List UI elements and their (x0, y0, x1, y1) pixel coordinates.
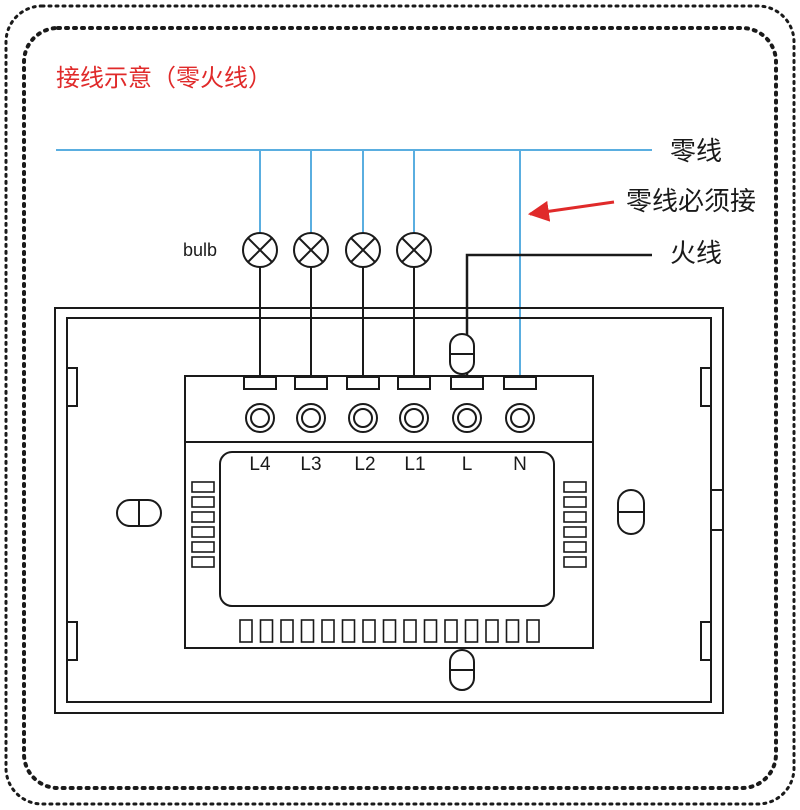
switch-plate (54, 307, 724, 714)
terminal-screw-l1 (399, 403, 429, 433)
latch-tooth (526, 619, 540, 643)
live-label: 火线 (670, 239, 722, 269)
bottom-latch-teeth (239, 619, 540, 643)
latch-tooth (444, 619, 458, 643)
terminal-screw-l (452, 403, 482, 433)
bulbs (242, 232, 432, 268)
terminal-screw-n (505, 403, 535, 433)
bulb-label: bulb (183, 240, 217, 260)
bulb-4 (396, 232, 432, 268)
latch-tooth (403, 619, 417, 643)
latch-tooth (321, 619, 335, 643)
latch-tooth (300, 619, 315, 643)
mounting-holes (116, 333, 645, 691)
terminal-screw-l2 (348, 403, 378, 433)
module-window (219, 451, 555, 607)
neutral-required-arrow (527, 200, 615, 222)
terminal-labels: L4 L3 L2 L1 L N (249, 454, 526, 475)
outer-plate (54, 307, 724, 714)
terminal-label: N (513, 454, 527, 475)
terminal-label: L1 (404, 454, 425, 475)
latch-tooth (485, 619, 499, 643)
latch-tooth (341, 619, 356, 643)
terminal-label: L (462, 454, 473, 475)
terminal-screw-l3 (296, 403, 326, 433)
inner-plate (66, 317, 712, 703)
latch-tooth (259, 619, 274, 643)
bulb-2 (293, 232, 329, 268)
inner-dotted-frame (22, 26, 778, 790)
latch-tooth (280, 619, 294, 643)
latch-tooth (239, 619, 253, 643)
outer-dotted-frame (4, 4, 796, 806)
side-latches (191, 481, 587, 568)
neutral-label: 零线 (670, 137, 722, 167)
terminal-screws (245, 403, 535, 433)
latch-tooth (362, 619, 376, 643)
terminal-screw-l4 (245, 403, 275, 433)
bulb-3 (345, 232, 381, 268)
module-outer (184, 375, 594, 649)
terminal-label: L2 (354, 454, 375, 475)
switch-module (184, 375, 594, 649)
bulb-1 (242, 232, 278, 268)
load-wiring (259, 267, 415, 383)
latch-tooth (382, 619, 397, 643)
neutral-required-label: 零线必须接 (626, 187, 756, 217)
neutral-wiring (56, 149, 652, 383)
latch-tooth (505, 619, 520, 643)
terminal-label: L4 (249, 454, 271, 475)
diagram-title: 接线示意（零火线） (56, 64, 272, 92)
terminal-label: L3 (300, 454, 321, 475)
latch-tooth (423, 619, 438, 643)
terminal-blocks (243, 376, 537, 390)
latch-tooth (464, 619, 479, 643)
